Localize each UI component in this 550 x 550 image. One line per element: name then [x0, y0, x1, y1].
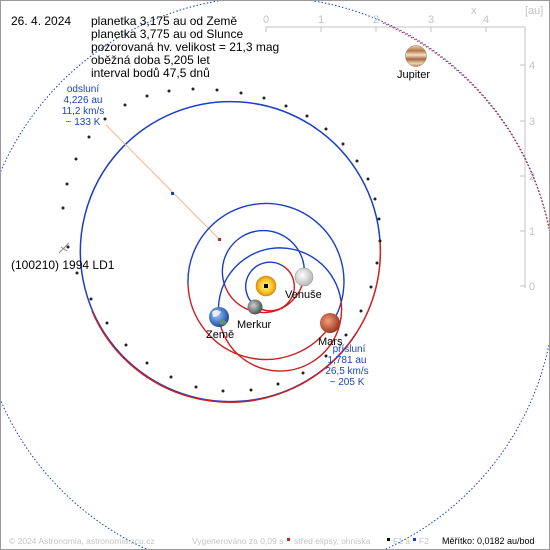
legend-f1-swatch: [387, 538, 390, 541]
earth-label: Země: [206, 329, 234, 341]
y-tick-1: 1: [529, 226, 535, 238]
perihelion-distance: 1,781 au: [328, 355, 367, 366]
legend-center-swatch: [287, 538, 290, 541]
asteroid-name-label: (100210) 1994 LD1: [11, 258, 115, 272]
info-line: pozorovaná hv. velikost = 21,3 mag: [91, 40, 279, 54]
perihelion-temperature: ~ 205 K: [330, 377, 365, 388]
mercury-orbit: [245, 261, 295, 312]
aphelion-temperature: ~ 133 K: [66, 117, 101, 128]
y-tick-3: 3: [529, 116, 535, 128]
perihelion-title: přísluní: [333, 344, 366, 355]
info-line: oběžná doba 5,205 let: [91, 53, 210, 67]
asteroid-orbit: [61, 87, 382, 403]
footer-legend-f1: F1 a: [393, 536, 410, 546]
footer-generated: Vygenerováno za 0,09 s: [192, 536, 283, 546]
info-line: planetka 3,775 au od Slunce: [91, 27, 243, 41]
footer-legend-center: střed elipsy, ohniska: [294, 536, 371, 546]
asteroid-marker: [58, 242, 70, 254]
earth-orbit: [217, 247, 343, 372]
aphelion-speed: 11,2 km/s: [62, 106, 105, 117]
y-tick-4: 4: [529, 60, 535, 72]
venus-label: Venuše: [285, 289, 322, 301]
focus-f1-marker: [264, 284, 268, 288]
jupiter-planet: [405, 45, 427, 67]
aphelion-distance: 4,226 au: [64, 95, 103, 106]
mars-planet: [320, 313, 340, 333]
y-tick-0: 0: [529, 281, 535, 293]
footer-legend-f2: F2: [419, 536, 429, 546]
mars-orbit: [187, 202, 345, 361]
axis-frame: 0 1 2 3 4 x [au] 4 3 2 1 0: [263, 5, 543, 293]
perihelion-speed: 26,5 km/s: [325, 366, 368, 377]
info-line: interval bodů 47,5 dnů: [91, 66, 210, 80]
x-tick-2: 2: [373, 14, 379, 26]
venus-orbit: [221, 229, 306, 314]
x-tick-3: 3: [428, 14, 434, 26]
x-axis-label: x: [471, 5, 477, 17]
jupiter-label: Jupiter: [397, 69, 430, 81]
info-line: planetka 3,175 au od Země: [91, 14, 237, 28]
aphelion-title: odsluní: [67, 84, 99, 95]
venus-planet: [294, 267, 314, 287]
focus-f2-marker: [171, 192, 174, 195]
footer-copyright: © 2024 Astronomia, astronomia.zcu.cz: [9, 536, 155, 546]
mercury-label: Merkur: [237, 319, 272, 331]
earth-planet: [209, 307, 229, 327]
jupiter-orbit-red-arc: [382, 22, 549, 232]
x-tick-1: 1: [318, 14, 324, 26]
footer: © 2024 Astronomia, astronomia.zcu.cz Vyg…: [9, 536, 535, 546]
x-tick-0: 0: [263, 14, 269, 26]
footer-scale: Měřítko: 0,0182 au/bod: [442, 536, 535, 546]
x-tick-4: 4: [483, 14, 489, 26]
date-label: 26. 4. 2024: [11, 14, 71, 28]
legend-f2-swatch: [413, 538, 416, 541]
aphelion-info: odsluní 4,226 au 11,2 km/s ~ 133 K: [62, 84, 105, 128]
ellipse-center-marker: [218, 238, 221, 241]
aphelion-guide-line: [105, 124, 221, 241]
axis-unit-label: [au]: [525, 5, 543, 17]
y-tick-2: 2: [529, 171, 535, 183]
mars-label: Mars: [318, 336, 343, 348]
mercury-planet: [247, 299, 263, 315]
perihelion-info: přísluní 1,781 au 26,5 km/s ~ 205 K: [325, 344, 368, 388]
